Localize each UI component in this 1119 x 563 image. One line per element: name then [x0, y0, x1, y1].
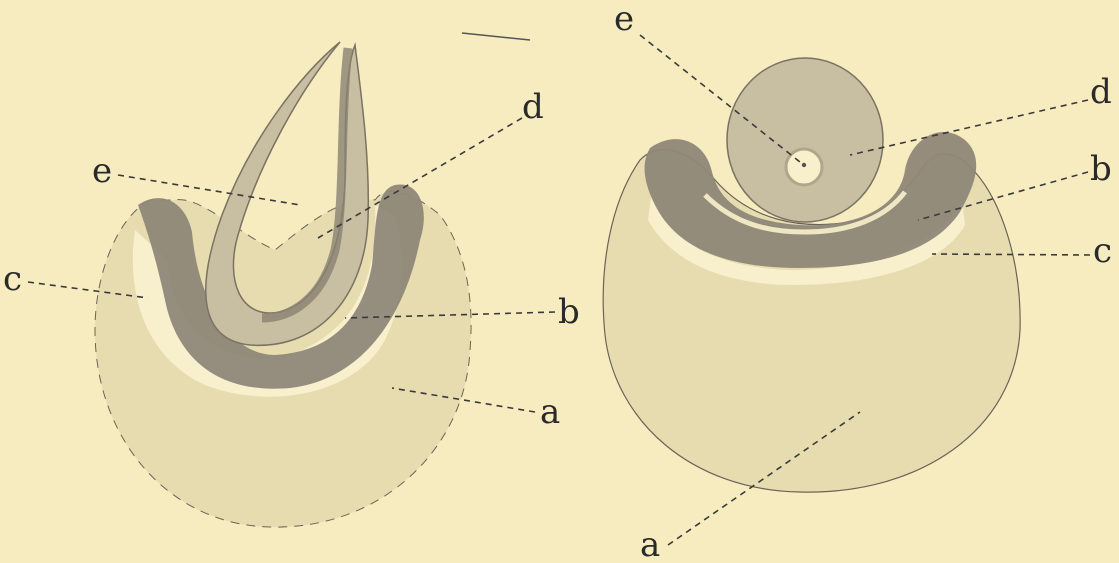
left-leader-e: [118, 175, 300, 205]
right-neural-canal-dot: [802, 163, 806, 167]
right-label-a: a: [640, 525, 660, 563]
left-label-c: c: [3, 259, 22, 299]
right-label-b: b: [1090, 149, 1112, 189]
right-section-figure: [603, 58, 1020, 492]
right-label-e: e: [614, 0, 634, 39]
right-leader-c: [932, 254, 1090, 255]
right-label-d: d: [1090, 72, 1112, 112]
left-label-e: e: [92, 151, 112, 191]
right-embryo-section: [727, 58, 883, 222]
stray-mark: [462, 33, 530, 40]
left-label-b: b: [558, 292, 580, 332]
left-label-a: a: [540, 392, 560, 432]
right-label-c: c: [1093, 231, 1112, 271]
left-label-d: d: [522, 87, 544, 127]
left-section-figure: [95, 42, 471, 527]
